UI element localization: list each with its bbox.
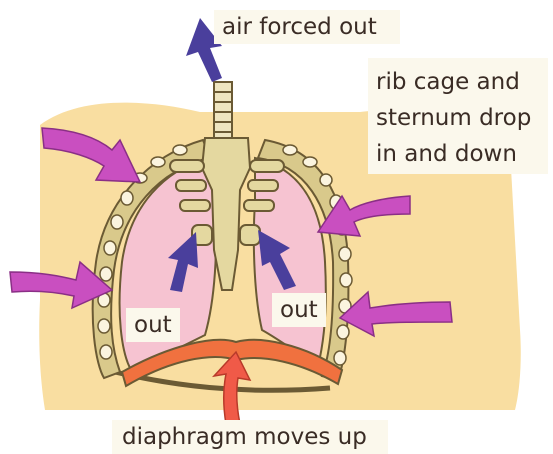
rib-cage-label: rib cage and sternum drop in and down (368, 58, 548, 174)
air-forced-out-label: air forced out (214, 10, 400, 44)
out-left-label: out (126, 308, 180, 342)
out-right-label: out (272, 293, 326, 327)
rib-cage-label-line-3: in and down (376, 136, 540, 172)
rib-cage-label-line-1: rib cage and (376, 64, 540, 100)
diaphragm-label: diaphragm moves up (112, 420, 388, 454)
rib-cage-label-line-2: sternum drop (376, 100, 540, 136)
trachea (214, 82, 232, 142)
